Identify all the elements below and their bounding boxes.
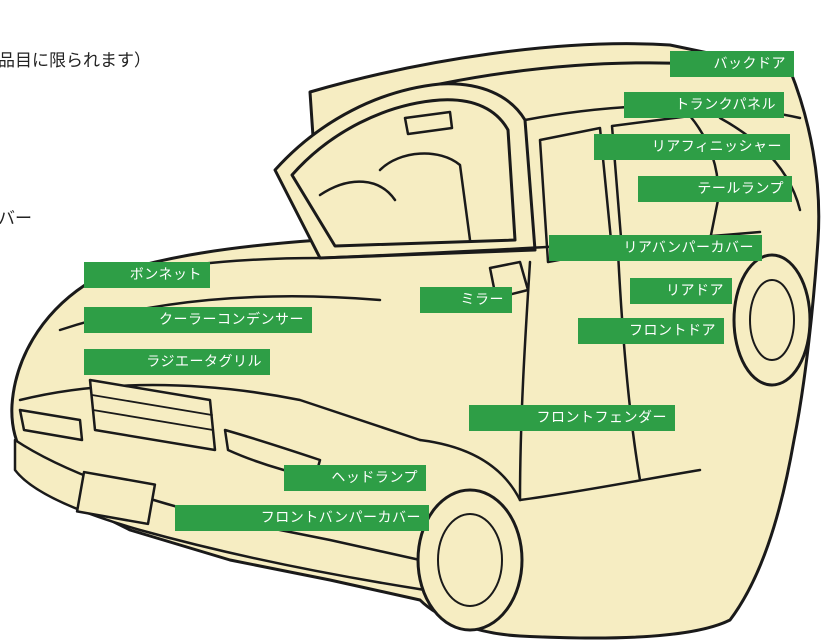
front-wheel: [416, 488, 524, 632]
headlamp-left: [18, 408, 84, 442]
label-rear-finisher[interactable]: リアフィニッシャー: [594, 134, 790, 160]
rear-wheel: [732, 253, 812, 387]
label-tail-lamp[interactable]: テールランプ: [638, 176, 792, 202]
label-trunk-panel[interactable]: トランクパネル: [624, 92, 784, 118]
windshield-glass: [290, 98, 517, 248]
label-radiator-grille[interactable]: ラジエータグリル: [84, 349, 270, 375]
label-back-door[interactable]: バックドア: [670, 51, 794, 77]
door-seam-front: [518, 260, 532, 502]
label-front-door[interactable]: フロントドア: [578, 318, 724, 344]
label-cooler-condenser[interactable]: クーラーコンデンサー: [84, 307, 312, 333]
label-front-bumper-cover[interactable]: フロントバンパーカバー: [175, 505, 429, 531]
label-rear-bumper-cover[interactable]: リアバンパーカバー: [549, 235, 762, 261]
label-rear-door[interactable]: リアドア: [630, 278, 732, 304]
label-mirror[interactable]: ミラー: [420, 287, 512, 313]
cropped-note-text: 品目に限られます）: [0, 51, 151, 71]
front-grille: [88, 378, 217, 452]
label-headlamp[interactable]: ヘッドランプ: [284, 465, 426, 491]
license-plate: [75, 470, 157, 526]
door-seam-rear: [616, 250, 642, 482]
label-front-fender[interactable]: フロントフェンダー: [469, 405, 675, 431]
label-bonnet[interactable]: ボンネット: [84, 262, 210, 288]
cropped-side-text: バー: [0, 209, 32, 229]
